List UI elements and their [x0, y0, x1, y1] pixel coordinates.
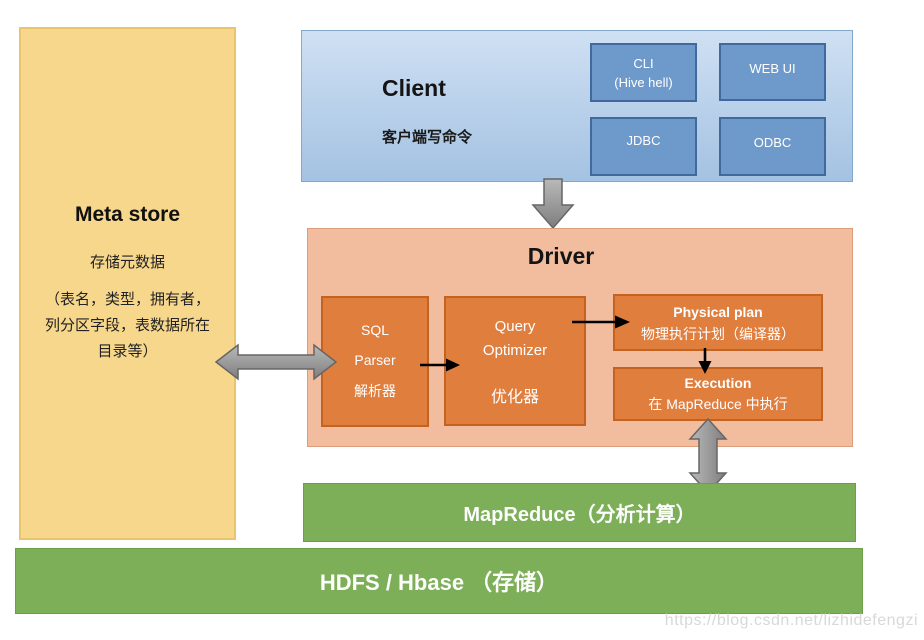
- meta-store-detail-line3: 目录等）: [97, 343, 158, 360]
- sql-parser-to-query-optimizer-arrow-icon: [420, 358, 460, 372]
- client-subtitle: 客户端写命令: [382, 129, 473, 146]
- physical-plan-line1: Physical plan: [673, 303, 763, 320]
- meta-store-detail-line2: 列分区字段，表数据所在: [44, 317, 210, 334]
- meta-store-detail-line1: （表名，类型，拥有者，: [44, 291, 210, 308]
- physical-plan-box: Physical plan 物理执行计划（编译器）: [613, 294, 823, 351]
- physical-plan-line2: 物理执行计划（编译器）: [641, 325, 795, 342]
- watermark-url: https://blog.csdn.net/lizhidefengzi: [664, 612, 918, 629]
- sql-parser-box: SQL Parser 解析器: [321, 296, 429, 427]
- web-ui-box: WEB UI: [719, 43, 826, 101]
- meta-store-driver-double-arrow-icon: [214, 343, 338, 381]
- client-box: Client 客户端写命令 CLI (Hive hell) WEB UI JDB…: [301, 30, 853, 182]
- cli-sublabel: (Hive hell): [614, 74, 673, 90]
- meta-store-title: Meta store: [74, 203, 181, 226]
- hdfs-hbase-bar: HDFS / Hbase （存储）: [15, 548, 863, 614]
- sql-parser-line2: Parser: [354, 351, 396, 368]
- sql-parser-line1: SQL: [360, 321, 389, 338]
- meta-store-detail: （表名，类型，拥有者， 列分区字段，表数据所在 目录等）: [21, 287, 234, 365]
- query-optimizer-line3: 优化器: [490, 389, 539, 406]
- jdbc-box: JDBC: [590, 117, 697, 176]
- query-optimizer-line1: Query: [494, 318, 536, 335]
- client-to-driver-arrow-icon: [531, 178, 575, 230]
- sql-parser-line3: 解析器: [354, 383, 396, 400]
- execution-mapreduce-double-arrow-icon: [688, 417, 728, 495]
- query-optimizer-box: Query Optimizer 优化器: [444, 296, 586, 426]
- execution-line2: 在 MapReduce 中执行: [648, 396, 788, 412]
- driver-box: Driver SQL Parser 解析器 Query Optimizer 优化…: [307, 228, 853, 447]
- odbc-box: ODBC: [719, 117, 826, 176]
- cli-label: CLI: [633, 55, 654, 71]
- meta-store-subtitle: 存储元数据: [89, 254, 165, 271]
- meta-store-box: Meta store 存储元数据 （表名，类型，拥有者， 列分区字段，表数据所在…: [19, 27, 236, 540]
- driver-title: Driver: [527, 243, 595, 269]
- query-optimizer-line2: Optimizer: [482, 342, 548, 359]
- mapreduce-bar: MapReduce（分析计算）: [303, 483, 856, 542]
- query-optimizer-to-physical-plan-arrow-icon: [572, 315, 630, 329]
- physical-plan-to-execution-arrow-icon: [698, 348, 712, 374]
- execution-line1: Execution: [684, 375, 752, 391]
- cli-box: CLI (Hive hell): [590, 43, 697, 102]
- client-title: Client: [382, 75, 446, 101]
- execution-box: Execution 在 MapReduce 中执行: [613, 367, 823, 421]
